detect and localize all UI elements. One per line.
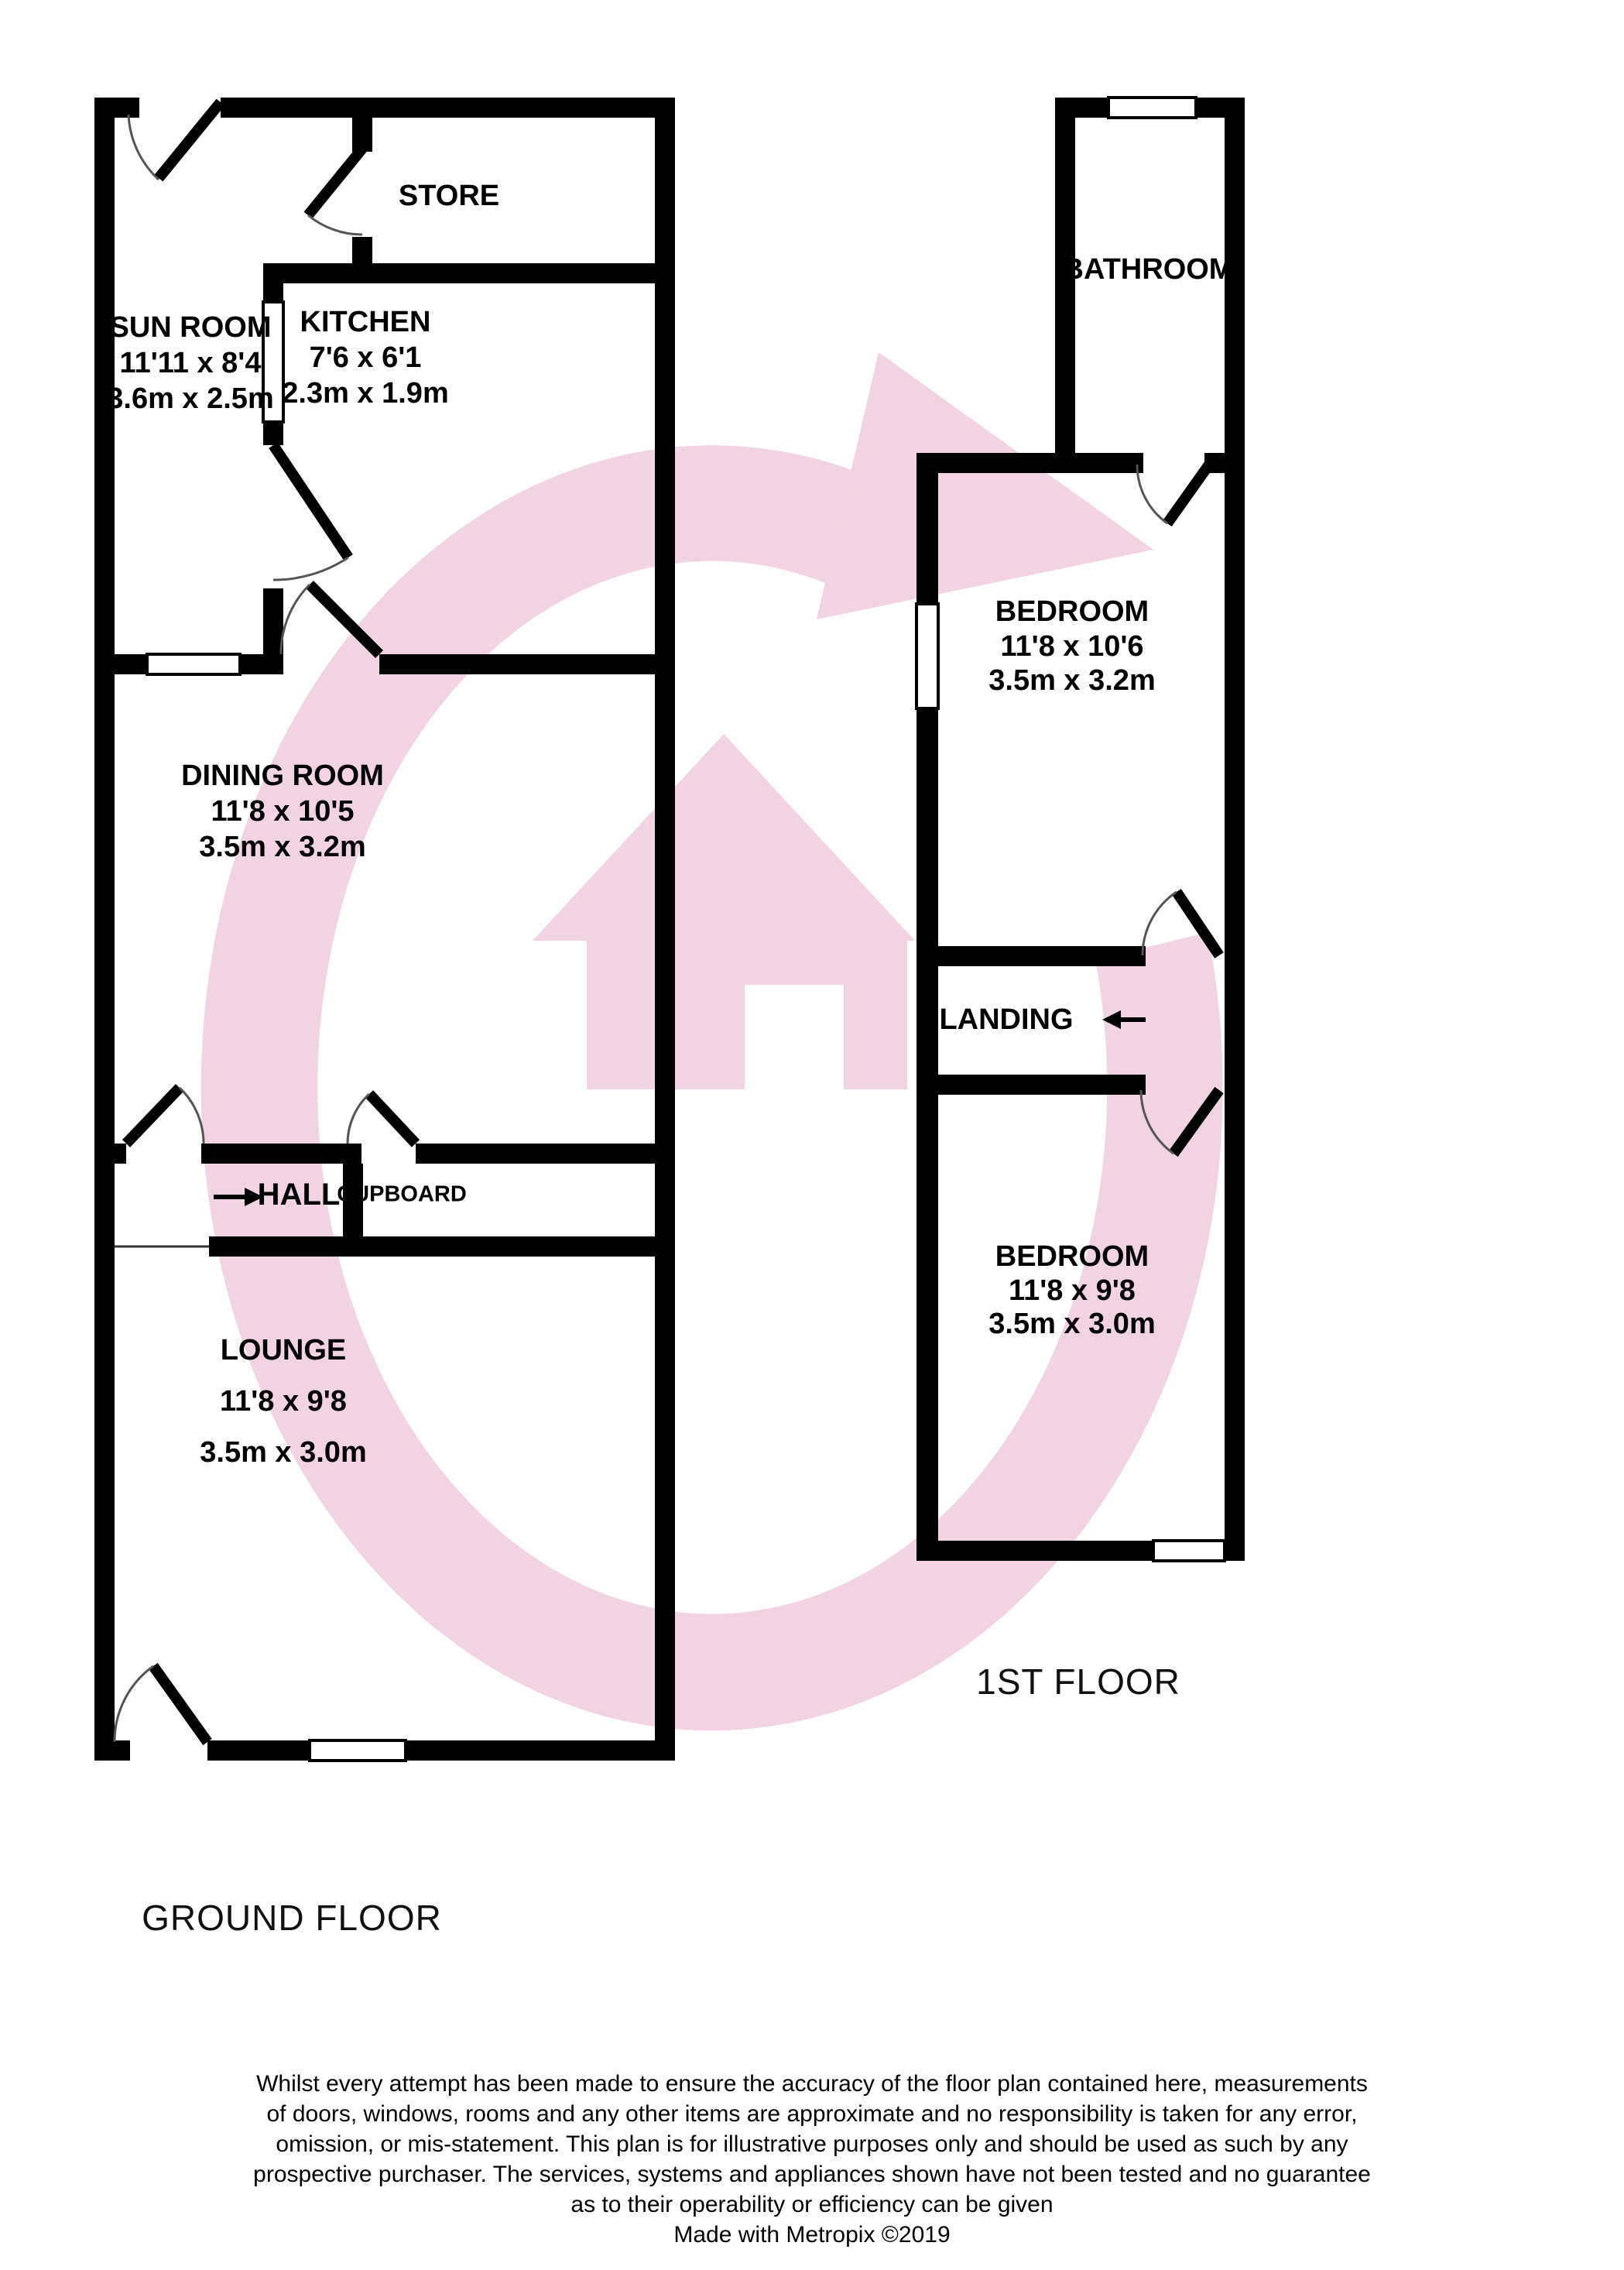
window xyxy=(308,1739,407,1762)
arrow-left-icon xyxy=(1102,1010,1146,1029)
wall xyxy=(916,946,1146,966)
bedroom-1-dims-metric: 3.5m x 3.2m xyxy=(988,664,1156,697)
door-leaf xyxy=(306,581,383,658)
door-leaf xyxy=(1163,461,1214,527)
wall xyxy=(221,98,675,118)
wall xyxy=(655,98,675,1761)
wall xyxy=(263,263,283,302)
kitchen-label: KITCHEN xyxy=(300,306,431,338)
door-leaf xyxy=(149,1662,212,1746)
sun-room-dims-metric: 3.6m x 2.5m xyxy=(107,382,274,415)
door-swing-arc xyxy=(307,214,363,236)
disclaimer-credit: Made with Metropix ©2019 xyxy=(673,2222,951,2248)
door-swing-arc xyxy=(1141,890,1177,956)
wall xyxy=(209,1236,675,1257)
first-floor-windows xyxy=(915,96,1226,1562)
bedroom-2-label: BEDROOM xyxy=(995,1240,1149,1273)
landing-label: LANDING xyxy=(939,1003,1074,1036)
first-floor-door-arcs xyxy=(1136,464,1177,1155)
wall xyxy=(201,1144,361,1164)
kitchen-dims-metric: 2.3m x 1.9m xyxy=(282,377,449,410)
disclaimer-line: as to their operability or efficiency ca… xyxy=(570,2192,1054,2217)
bedroom-1-label: BEDROOM xyxy=(995,595,1149,628)
door-leaf xyxy=(269,442,353,561)
dining-room-dims-imperial: 11'8 x 10'5 xyxy=(211,795,355,828)
wall xyxy=(352,118,372,152)
ground-floor-plan xyxy=(94,98,675,1762)
ground-floor-door-arcs xyxy=(113,114,371,1743)
watermark-arrowhead xyxy=(817,352,1153,619)
wall xyxy=(916,453,1143,473)
arrow-right-icon xyxy=(214,1188,263,1206)
ground-floor-doors xyxy=(122,98,420,1746)
sun-room-dims-imperial: 11'11 x 8'4 xyxy=(119,347,262,379)
first-floor-title: 1ST FLOOR xyxy=(976,1661,1180,1702)
door-leaf xyxy=(154,98,225,182)
wall xyxy=(94,98,115,1761)
window xyxy=(262,300,285,423)
wall xyxy=(263,588,283,654)
door-leaf xyxy=(303,145,367,219)
first-floor-doors xyxy=(1163,461,1224,1157)
sun-room-label: SUN ROOM xyxy=(109,311,272,344)
wall xyxy=(263,422,283,445)
window xyxy=(1152,1539,1226,1562)
wall xyxy=(240,654,283,674)
wall xyxy=(916,1075,1146,1095)
watermark-house-roof xyxy=(533,734,915,941)
dining-room-dims-metric: 3.5m x 3.2m xyxy=(199,831,366,863)
disclaimer-line: prospective purchaser. The services, sys… xyxy=(253,2162,1371,2187)
watermark-house-door xyxy=(745,985,844,1089)
ground-floor-title: GROUND FLOOR xyxy=(142,1898,442,1938)
wall xyxy=(406,1740,675,1761)
wall xyxy=(94,1144,126,1164)
disclaimer-line: Whilst every attempt has been made to en… xyxy=(256,2071,1368,2097)
door-swing-arc xyxy=(346,1092,371,1144)
wall xyxy=(207,1740,310,1761)
wall xyxy=(916,1541,1153,1561)
wall xyxy=(1225,98,1245,1561)
wall xyxy=(263,263,655,283)
door-leaf xyxy=(122,1084,184,1147)
first-floor-plan xyxy=(915,96,1245,1562)
window xyxy=(915,602,940,710)
wall xyxy=(1055,98,1075,473)
ground-floor-windows xyxy=(146,300,407,1762)
disclaimer-line: omission, or mis-statement. This plan is… xyxy=(276,2131,1348,2157)
bathroom-label: BATHROOM xyxy=(1062,253,1234,286)
metropix-watermark-logo xyxy=(200,352,1223,1731)
window xyxy=(1107,96,1197,119)
door-swing-arc xyxy=(127,114,160,181)
dining-room-label: DINING ROOM xyxy=(181,760,384,792)
cupboard-label: CUPBOARD xyxy=(337,1181,467,1207)
door-leaf xyxy=(1172,889,1224,958)
wall xyxy=(94,654,147,674)
door-swing-arc xyxy=(279,583,311,655)
door-swing-arc xyxy=(178,1086,205,1144)
wall xyxy=(94,1740,130,1761)
wall xyxy=(416,1144,675,1164)
wall xyxy=(379,654,675,674)
store-label: STORE xyxy=(398,180,500,212)
ground-floor-walls xyxy=(94,98,675,1761)
lounge-dims-imperial: 11'8 x 9'8 xyxy=(220,1385,347,1418)
bedroom-2-dims-imperial: 11'8 x 9'8 xyxy=(1009,1274,1136,1307)
door-leaf xyxy=(1169,1086,1224,1157)
lounge-label: LOUNGE xyxy=(220,1334,347,1366)
disclaimer-line: of doors, windows, rooms and any other i… xyxy=(266,2101,1358,2127)
disclaimer: Whilst every attempt has been made to en… xyxy=(0,2069,1624,2250)
lounge-dims-metric: 3.5m x 3.0m xyxy=(200,1436,367,1469)
door-swing-arc xyxy=(1136,464,1168,525)
bedroom-1-dims-imperial: 11'8 x 10'6 xyxy=(1000,630,1144,663)
door-swing-arc xyxy=(1139,1089,1174,1155)
door-leaf xyxy=(365,1090,420,1147)
kitchen-dims-imperial: 7'6 x 6'1 xyxy=(309,341,422,374)
window xyxy=(146,653,242,676)
bedroom-2-dims-metric: 3.5m x 3.0m xyxy=(988,1308,1156,1340)
hall-label: HALL xyxy=(257,1178,341,1212)
door-swing-arc xyxy=(113,1665,154,1743)
door-swing-arc xyxy=(272,556,349,581)
